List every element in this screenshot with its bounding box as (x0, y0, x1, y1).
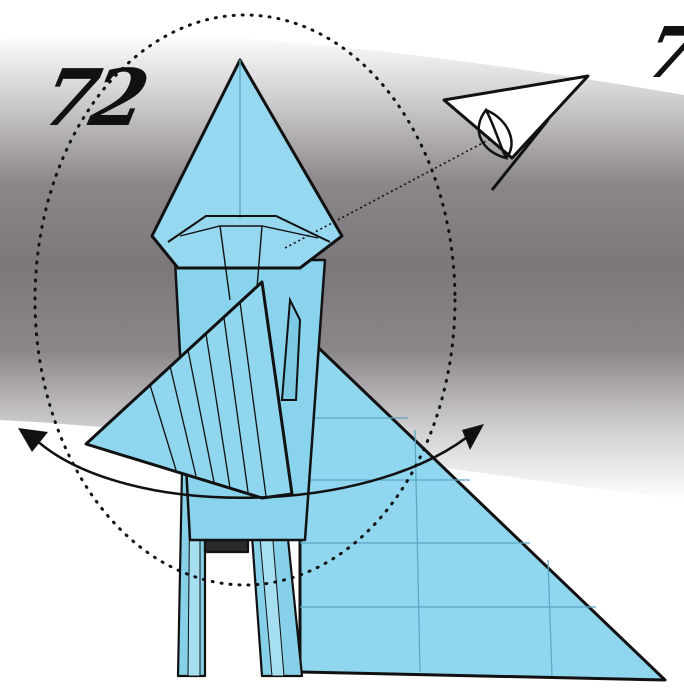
rotate-arrow-left-head (18, 428, 48, 452)
step-number: 72 (36, 60, 149, 138)
